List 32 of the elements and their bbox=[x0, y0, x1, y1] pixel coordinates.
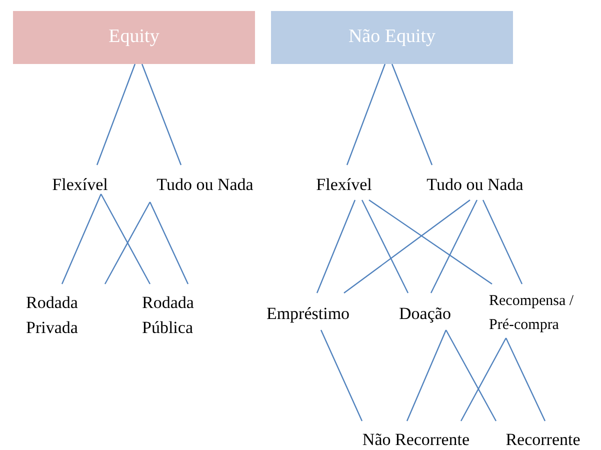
connector-line bbox=[505, 338, 546, 422]
connector-line bbox=[391, 64, 433, 166]
node-label: Não Recorrente bbox=[350, 421, 482, 449]
node-label: Recorrente bbox=[493, 421, 593, 449]
connector-line bbox=[96, 64, 136, 166]
connector-line bbox=[104, 202, 151, 284]
node-label: Empréstimo bbox=[250, 293, 366, 330]
node-label: Recompensa / Pré-compra bbox=[489, 284, 601, 338]
connector-line bbox=[61, 194, 102, 284]
node-label: Doação bbox=[388, 293, 462, 330]
connector-line bbox=[141, 64, 182, 166]
connector-line bbox=[100, 194, 151, 284]
connector-line bbox=[149, 202, 189, 284]
connector-line bbox=[320, 330, 363, 422]
category-box: Equity bbox=[13, 11, 255, 64]
category-box: Não Equity bbox=[271, 11, 513, 64]
connector-line bbox=[346, 64, 386, 166]
connector-line bbox=[482, 200, 523, 284]
connector-line bbox=[316, 200, 356, 294]
node-label: Flexível bbox=[38, 165, 122, 194]
connector-line bbox=[406, 330, 447, 422]
connector-line bbox=[361, 200, 409, 294]
node-label: Tudo ou Nada bbox=[408, 165, 542, 200]
connector-line bbox=[430, 200, 478, 294]
node-label: Rodada Pública bbox=[142, 284, 222, 342]
node-label: Rodada Privada bbox=[26, 284, 106, 342]
node-label: Flexível bbox=[303, 165, 385, 200]
connector-line bbox=[344, 200, 470, 294]
connector-line bbox=[445, 330, 497, 422]
connector-line bbox=[368, 200, 492, 284]
node-label: Tudo ou Nada bbox=[140, 165, 270, 202]
connector-line bbox=[460, 338, 507, 422]
